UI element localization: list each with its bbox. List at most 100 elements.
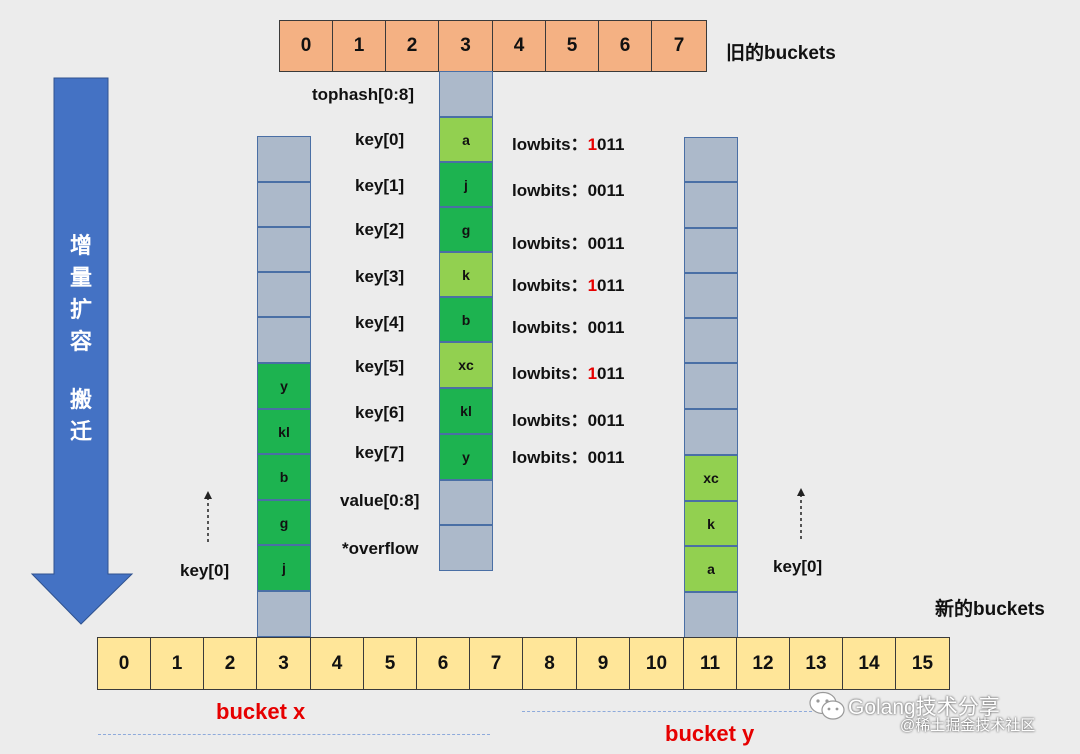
old-bucket-cell: 0 bbox=[279, 20, 333, 72]
lowbits-prefix: lowbits： bbox=[512, 234, 588, 253]
new-bucket-cell: 11 bbox=[683, 637, 737, 690]
bucket-x-slot: g bbox=[257, 500, 311, 545]
empty-slot bbox=[684, 409, 738, 455]
incremental-migration-arrow bbox=[30, 77, 134, 625]
bucket-y-key-label: key[0] bbox=[773, 557, 823, 576]
old-bucket-cell: 3 bbox=[438, 20, 493, 72]
lowbits-high-bit: 0 bbox=[587, 234, 598, 253]
new-bucket-cell: 1 bbox=[150, 637, 204, 690]
lowbits-high-bit: 0 bbox=[587, 448, 598, 467]
overflow-label: *overflow bbox=[342, 539, 419, 558]
key-label: key[0] bbox=[355, 130, 405, 149]
new-bucket-cell: 6 bbox=[416, 637, 470, 690]
arrow-char: 迁 bbox=[69, 419, 92, 444]
key-label: key[5] bbox=[355, 357, 405, 376]
new-bucket-cell: 3 bbox=[256, 637, 311, 690]
empty-slot bbox=[684, 182, 738, 228]
lowbits-prefix: lowbits： bbox=[512, 448, 588, 467]
key-label: key[2] bbox=[355, 220, 405, 239]
old-slot: kl bbox=[439, 388, 493, 434]
arrow-text: 增 量 扩 容 搬 迁 bbox=[55, 230, 107, 448]
lowbits-label: lowbits：0011 bbox=[512, 176, 624, 201]
lowbits-rest: 011 bbox=[597, 234, 625, 253]
old-bucket-cell: 6 bbox=[598, 20, 652, 72]
lowbits-high-bit: 0 bbox=[587, 318, 598, 337]
old-slot: y bbox=[439, 434, 493, 480]
lowbits-label: lowbits：1011 bbox=[512, 271, 624, 296]
tophash-label: tophash[0:8] bbox=[312, 85, 414, 104]
lowbits-high-bit: 1 bbox=[587, 276, 598, 295]
value-label: value[0:8] bbox=[340, 491, 420, 510]
empty-slot bbox=[684, 273, 738, 318]
old-slot: g bbox=[439, 207, 493, 252]
empty-slot bbox=[257, 317, 311, 363]
value-slot bbox=[439, 480, 493, 525]
lowbits-prefix: lowbits： bbox=[512, 181, 588, 200]
new-bucket-cell: 2 bbox=[203, 637, 257, 690]
empty-slot bbox=[257, 136, 311, 182]
lowbits-high-bit: 0 bbox=[587, 181, 598, 200]
bucket-x-slot: j bbox=[257, 545, 311, 591]
arrow-char: 容 bbox=[69, 329, 92, 354]
lowbits-rest: 011 bbox=[597, 448, 625, 467]
new-bucket-cell: 13 bbox=[789, 637, 843, 690]
lowbits-rest: 011 bbox=[597, 276, 625, 295]
lowbits-prefix: lowbits： bbox=[512, 318, 588, 337]
old-bucket-cell: 7 bbox=[651, 20, 707, 72]
empty-slot bbox=[257, 182, 311, 227]
old-bucket-cell: 1 bbox=[332, 20, 386, 72]
old-slot: k bbox=[439, 252, 493, 297]
bucket-x-slot: kl bbox=[257, 409, 311, 454]
new-bucket-cell: 7 bbox=[469, 637, 523, 690]
lowbits-rest: 011 bbox=[597, 364, 625, 383]
new-bucket-cell: 10 bbox=[629, 637, 684, 690]
watermark-source: @稀土掘金技术社区 bbox=[900, 717, 1036, 734]
old-bucket-cell: 5 bbox=[545, 20, 599, 72]
lowbits-high-bit: 0 bbox=[587, 411, 598, 430]
key-label: key[3] bbox=[355, 267, 405, 286]
empty-slot bbox=[684, 318, 738, 363]
new-bucket-cell: 0 bbox=[97, 637, 151, 690]
up-arrow-icon bbox=[204, 491, 212, 542]
bucket-x-name: bucket x bbox=[216, 699, 306, 724]
new-bucket-cell: 9 bbox=[576, 637, 630, 690]
empty-slot bbox=[684, 363, 738, 409]
watermark-title: Golang技术分享 bbox=[848, 696, 1000, 719]
lowbits-prefix: lowbits： bbox=[512, 276, 588, 295]
lowbits-label: lowbits：0011 bbox=[512, 443, 624, 468]
wechat-icon bbox=[809, 691, 845, 720]
lowbits-label: lowbits：1011 bbox=[512, 359, 624, 384]
old-buckets-label: 旧的buckets bbox=[726, 43, 836, 64]
new-bucket-cell: 4 bbox=[310, 637, 364, 690]
empty-slot bbox=[257, 591, 311, 637]
lowbits-prefix: lowbits： bbox=[512, 411, 588, 430]
lowbits-high-bit: 1 bbox=[587, 135, 598, 154]
up-arrow-icon bbox=[797, 488, 805, 539]
old-bucket-cell: 2 bbox=[385, 20, 439, 72]
lowbits-prefix: lowbits： bbox=[512, 364, 588, 383]
bucket-y-name: bucket y bbox=[665, 721, 755, 746]
empty-slot bbox=[257, 227, 311, 272]
arrow-char: 搬 bbox=[69, 387, 92, 412]
tophash-slot bbox=[439, 71, 493, 117]
new-bucket-cell: 5 bbox=[363, 637, 417, 690]
key-label: key[7] bbox=[355, 443, 405, 462]
lowbits-label: lowbits：0011 bbox=[512, 229, 624, 254]
old-slot: j bbox=[439, 162, 493, 207]
lowbits-rest: 011 bbox=[597, 411, 625, 430]
empty-slot bbox=[257, 272, 311, 317]
old-slot: a bbox=[439, 117, 493, 162]
lowbits-rest: 011 bbox=[597, 181, 625, 200]
bucket-x-key-label: key[0] bbox=[180, 561, 230, 580]
old-slot: xc bbox=[439, 342, 493, 388]
new-bucket-cell: 14 bbox=[842, 637, 896, 690]
empty-slot bbox=[684, 137, 738, 182]
old-slot: b bbox=[439, 297, 493, 342]
bucket-y-divider bbox=[522, 711, 812, 712]
new-bucket-cell: 8 bbox=[522, 637, 577, 690]
bucket-y-slot: xc bbox=[684, 455, 738, 501]
bucket-x-slot: b bbox=[257, 454, 311, 500]
bucket-y-slot: a bbox=[684, 546, 738, 592]
lowbits-prefix: lowbits： bbox=[512, 135, 588, 154]
new-buckets-label: 新的buckets bbox=[935, 599, 1045, 620]
